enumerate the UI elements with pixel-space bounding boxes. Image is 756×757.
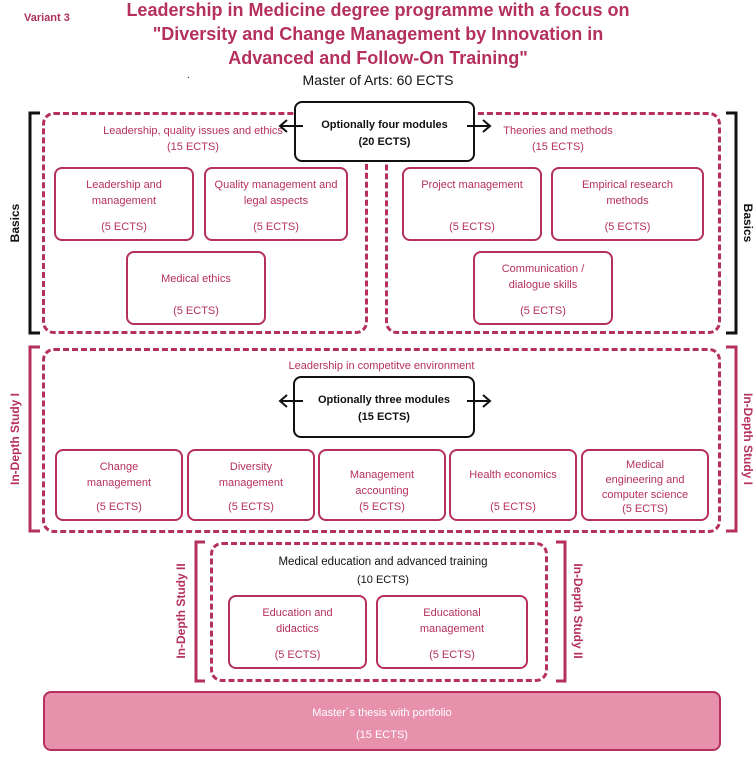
optional-ects: (20 ECTS) [358,136,411,148]
module-quality-management: Quality management and legal aspects (5 E… [204,167,348,241]
module-ects: (5 ECTS) [253,221,299,233]
module-ects: (5 ECTS) [449,221,495,233]
module-change-management: Change management (5 ECTS) [55,449,183,521]
module-leadership-management: Leadership and management (5 ECTS) [54,167,194,241]
module-name: Communication / [501,263,585,275]
module-name: dialogue skills [508,279,578,291]
indepth1-right-bracket [726,345,738,533]
module-name: Empirical research [581,179,674,191]
module-empirical-research: Empirical research methods (5 ECTS) [551,167,704,241]
module-name: legal aspects [243,195,309,207]
module-name: management [419,623,485,635]
indepth2-label-left: In-Depth Study II [174,563,188,659]
module-name: didactics [276,623,319,635]
module-name: Education and [262,607,333,619]
module-name: Medical ethics [161,273,231,285]
thesis-ects: (15 ECTS) [356,729,408,741]
module-name: management [218,477,284,489]
module-health-economics: Health economics (5 ECTS) [449,449,577,521]
group-title: Theories and methods [503,125,613,137]
module-communication: Communication / dialogue skills (5 ECTS) [473,251,613,325]
indepth1-title: Leadership in competitve environment [288,360,475,372]
module-ects: (5 ECTS) [520,305,566,317]
indepth2-title: Medical education and advanced training … [210,553,556,589]
indepth1-label-right: In-Depth Study I [741,393,755,485]
module-ects: (5 ECTS) [96,501,142,513]
module-medical-ethics: Medical ethics (5 ECTS) [126,251,266,325]
optionally-four-modules-box: Optionally four modules (20 ECTS) [294,101,475,162]
double-arrow-icon [278,394,492,408]
module-ects: (5 ECTS) [490,501,536,513]
indepth2-right-bracket [556,540,567,683]
module-ects: (5 ECTS) [359,501,405,513]
module-ects: (5 ECTS) [622,503,668,515]
module-name: accounting [355,485,409,497]
module-project-management: Project management (5 ECTS) [402,167,542,241]
module-name: Health economics [469,469,557,481]
title-line-1: Leadership in Medicine degree programme … [126,0,630,20]
thesis-name: Master´s thesis with portfolio [312,707,452,719]
optional-label: Optionally three modules [317,394,451,406]
module-name: Medical [626,459,664,471]
basics-right-title: Theories and methods (15 ECTS) [478,123,638,155]
optional-ects: (15 ECTS) [358,411,410,423]
indepth1-group [42,348,721,533]
page-title: Leadership in Medicine degree programme … [60,0,696,70]
variant-label: Variant 3 [24,12,70,24]
basics-label-left: Basics [8,203,22,243]
module-ects: (5 ECTS) [429,649,475,661]
module-education-didactics: Education and didactics (5 ECTS) [228,595,367,669]
module-name: methods [606,195,649,207]
module-name: management [91,195,157,207]
optionally-three-modules-box: Optionally three modules (15 ECTS) [293,376,475,438]
basics-left-bracket [28,111,40,335]
module-ects: (5 ECTS) [101,221,147,233]
degree-subtitle: Master of Arts: 60 ECTS [302,72,454,88]
stray-dot: . [187,70,190,81]
double-arrow-icon [278,119,492,133]
module-management-accounting: Management accounting (5 ECTS) [318,449,446,521]
module-name: Management [349,469,415,481]
basics-label-right: Basics [741,203,755,243]
indepth2-label-right: In-Depth Study II [571,563,585,659]
module-name: Project management [421,179,523,191]
module-name: Diversity [229,461,273,473]
module-diversity-management: Diversity management (5 ECTS) [187,449,315,521]
optional-label: Optionally four modules [321,119,448,131]
basics-right-bracket [726,111,738,335]
group-ects: (15 ECTS) [167,141,219,153]
title-line-2: "Diversity and Change Management by Inno… [152,24,604,44]
group-ects: (15 ECTS) [532,141,584,153]
indepth1-label-left: In-Depth Study I [8,393,22,485]
module-name: Quality management and [214,179,338,191]
module-name: computer science [601,489,689,501]
module-medical-engineering: Medical engineering and computer science (… [581,449,709,521]
module-educational-management: Educational management (5 ECTS) [376,595,528,669]
module-name: Leadership and [86,179,162,191]
group-title: Leadership, quality issues and ethics [103,125,283,137]
module-name: management [86,477,152,489]
group-ects: (10 ECTS) [357,574,409,586]
module-ects: (5 ECTS) [274,649,321,661]
basics-left-group [42,112,368,334]
group-title: Medical education and advanced training [278,556,488,568]
indepth2-group [210,542,548,682]
indepth2-left-bracket [194,540,205,683]
masters-thesis-box: Master´s thesis with portfolio (15 ECTS) [43,691,721,751]
module-ects: (5 ECTS) [228,501,274,513]
title-line-3: Advanced and Follow-On Training" [228,48,528,68]
indepth1-left-bracket [28,345,40,533]
module-ects: (5 ECTS) [604,221,651,233]
module-name: Change [99,461,139,473]
module-ects: (5 ECTS) [173,305,219,317]
module-name: Educational [423,607,481,619]
basics-right-group [385,112,721,334]
basics-left-title: Leadership, quality issues and ethics (1… [88,123,298,155]
module-name: engineering and [605,474,685,486]
